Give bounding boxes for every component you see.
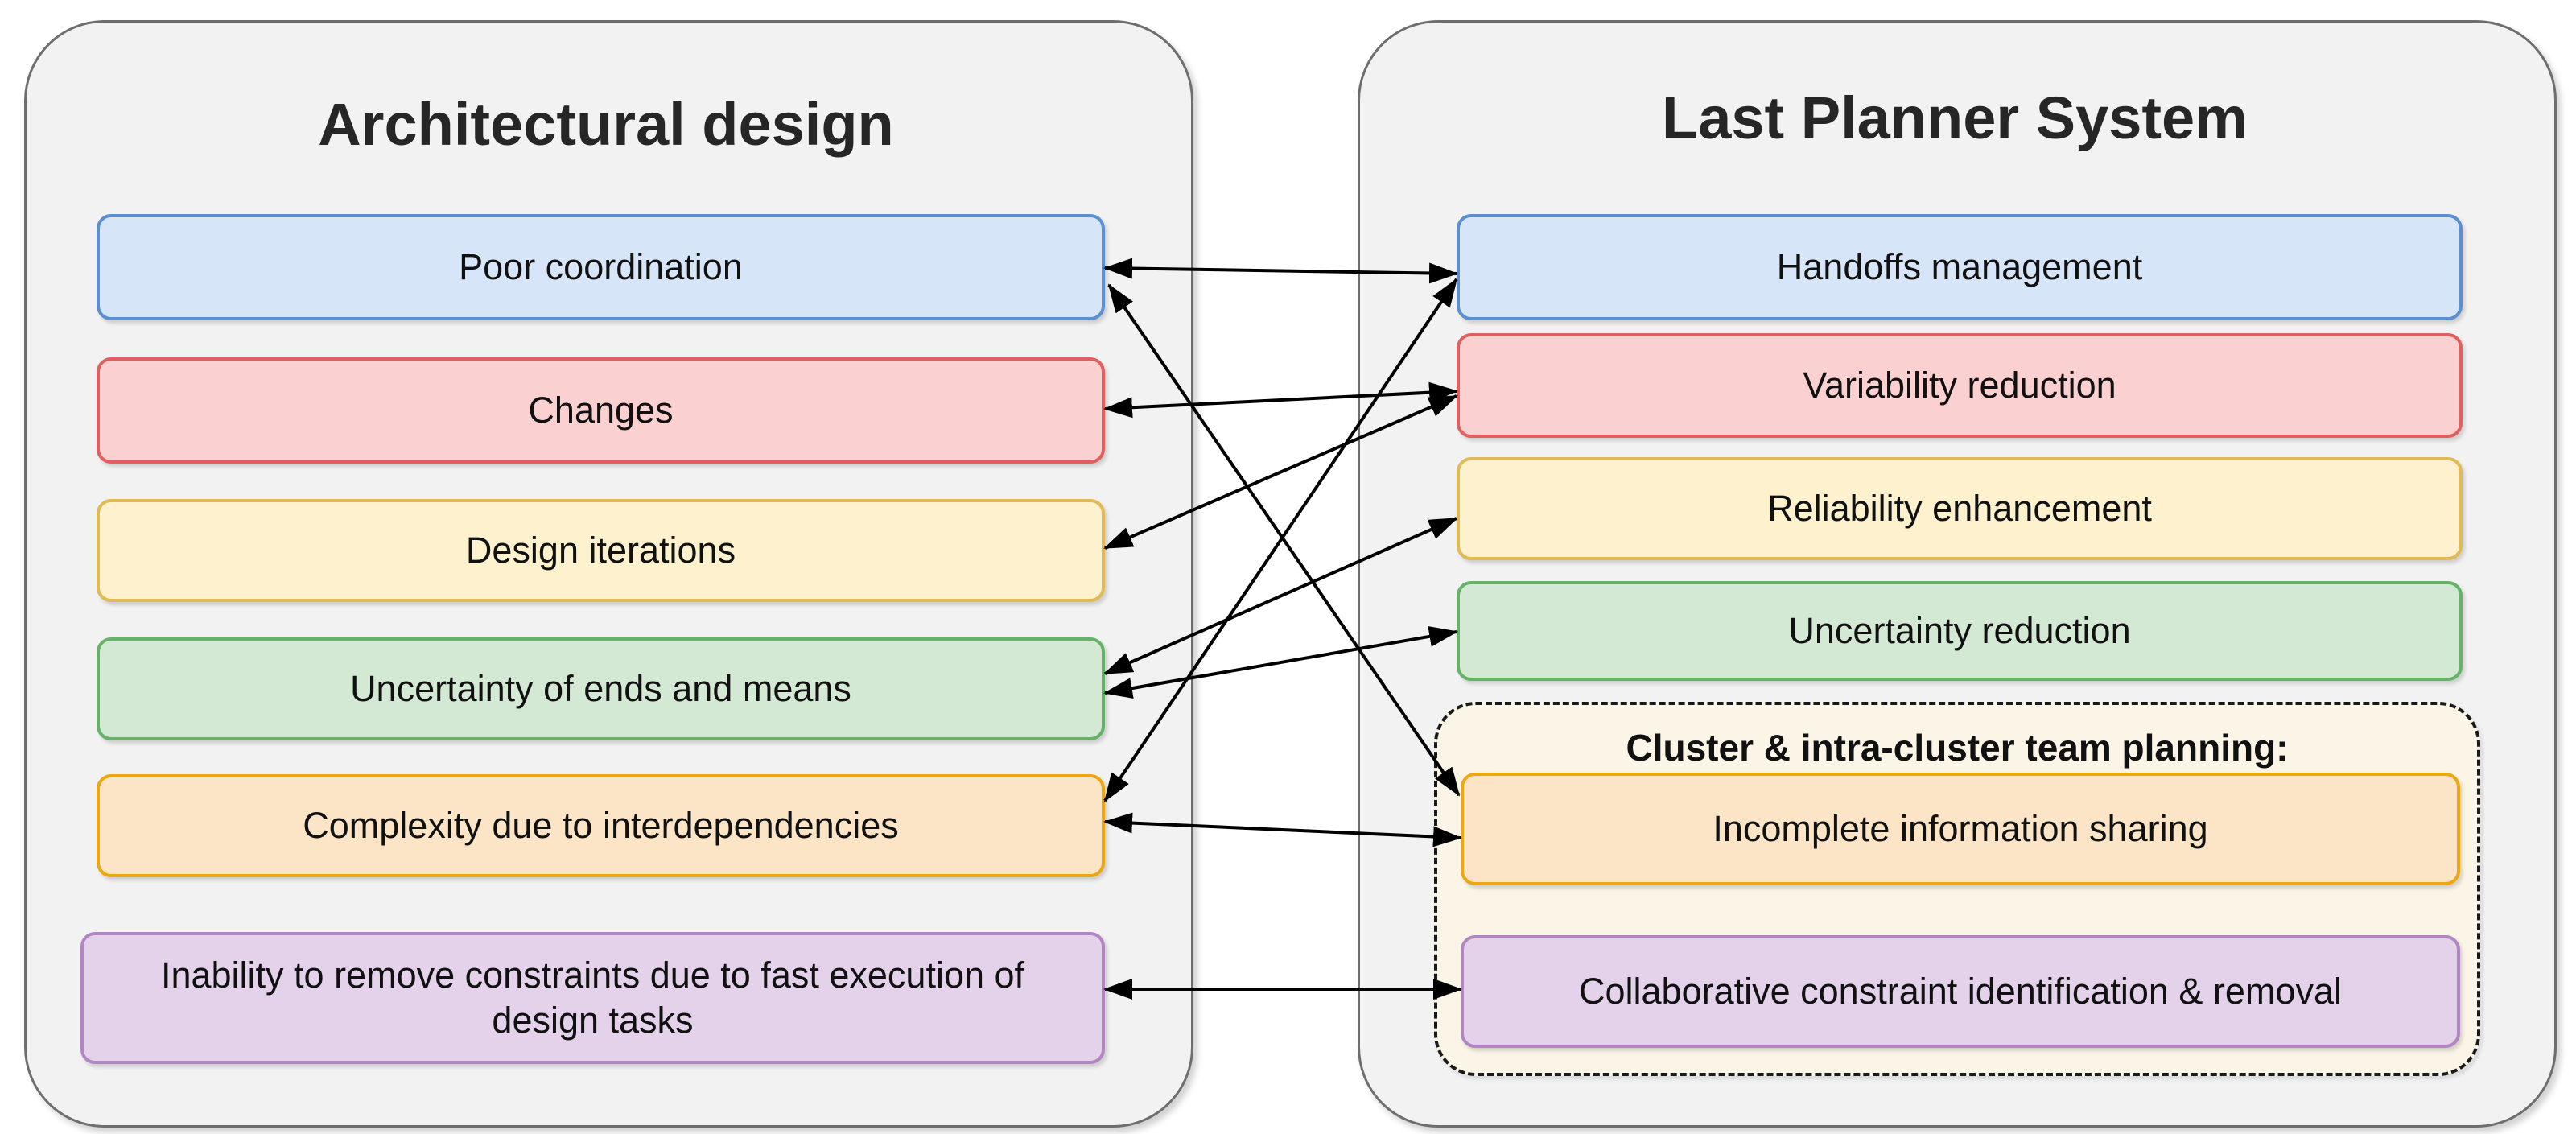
cluster-title: Cluster & intra-cluster team planning: bbox=[1626, 727, 2289, 769]
node-complexity: Complexity due to interdependencies bbox=[97, 774, 1105, 877]
node-inability: Inability to remove constraints due to f… bbox=[80, 932, 1105, 1064]
node-variability: Variability reduction bbox=[1457, 333, 2463, 438]
left-panel-title: Architectural design bbox=[318, 91, 894, 158]
node-handoffs: Handoffs management bbox=[1457, 214, 2463, 320]
node-uncertainty-reduction: Uncertainty reduction bbox=[1457, 581, 2463, 681]
node-design-iterations: Design iterations bbox=[97, 499, 1105, 602]
node-incomplete: Incomplete information sharing bbox=[1461, 773, 2460, 885]
node-collaborative: Collaborative constraint identification … bbox=[1461, 935, 2460, 1048]
node-reliability: Reliability enhancement bbox=[1457, 457, 2463, 560]
right-panel-title: Last Planner System bbox=[1662, 85, 2248, 151]
node-changes: Changes bbox=[97, 357, 1105, 464]
node-poor-coordination: Poor coordination bbox=[97, 214, 1105, 320]
node-uncertainty-ends-means: Uncertainty of ends and means bbox=[97, 637, 1105, 740]
